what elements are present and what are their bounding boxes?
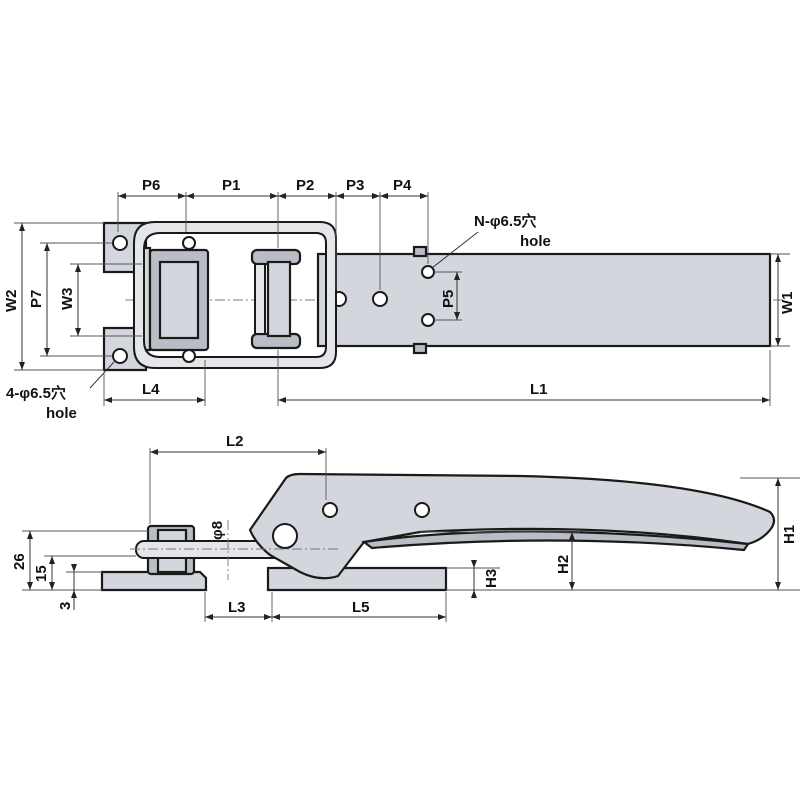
base-hole-1	[112, 235, 128, 251]
label-l2: L2	[226, 433, 244, 450]
hinge-block-inner	[158, 260, 200, 340]
hinge-hole-2	[182, 349, 196, 363]
handle-hole-4	[421, 313, 435, 327]
label-holes-left: 4-φ6.5穴	[6, 384, 66, 402]
base-hole-2	[112, 348, 128, 364]
handle-tab-top	[412, 245, 428, 258]
label-phi8: φ8	[209, 521, 226, 540]
label-l4: L4	[142, 381, 160, 398]
label-p7: P7	[28, 290, 45, 308]
label-holes-left-en: hole	[46, 405, 77, 422]
wire-loop	[133, 221, 337, 369]
label-l3: L3	[228, 599, 246, 616]
label-holes-top-en: hole	[520, 233, 551, 250]
label-l5: L5	[352, 599, 370, 616]
label-h2: H2	[555, 555, 572, 574]
handle-tab-bottom	[412, 342, 428, 355]
side-dimensions: L2 φ8 26 15 3 L3 L5	[11, 433, 800, 622]
catch-side-left	[254, 263, 266, 335]
hinge-hole-1	[182, 236, 196, 250]
label-p5: P5	[440, 290, 457, 308]
label-p6: P6	[142, 177, 160, 194]
side-lever-underside	[361, 530, 750, 552]
label-dim-15: 15	[33, 565, 50, 582]
top-dimensions: P6 P1 P2 P3 P4 N-φ6.5穴 hole P5 W1 W2	[3, 177, 796, 422]
lever-hole-1	[322, 502, 338, 518]
label-p1: P1	[222, 177, 240, 194]
handle-body	[316, 252, 772, 348]
label-dim-26: 26	[11, 553, 28, 570]
top-view	[102, 221, 785, 372]
label-w2: W2	[3, 290, 20, 313]
label-p2: P2	[296, 177, 314, 194]
label-h1: H1	[781, 525, 798, 544]
lever-hole-2	[414, 502, 430, 518]
label-holes-top: N-φ6.5穴	[474, 212, 536, 230]
handle-hole-2	[372, 291, 388, 307]
label-l1: L1	[530, 381, 548, 398]
side-base-right	[266, 566, 448, 592]
catch-pin	[266, 260, 292, 338]
label-p4: P4	[393, 177, 412, 194]
side-view	[100, 472, 776, 592]
label-w1: W1	[779, 292, 796, 315]
label-dim-3: 3	[57, 602, 74, 610]
side-lever	[248, 472, 776, 580]
lever-pivot-hole	[272, 523, 298, 549]
label-p3: P3	[346, 177, 364, 194]
label-h3: H3	[483, 569, 500, 588]
label-w3: W3	[59, 288, 76, 311]
